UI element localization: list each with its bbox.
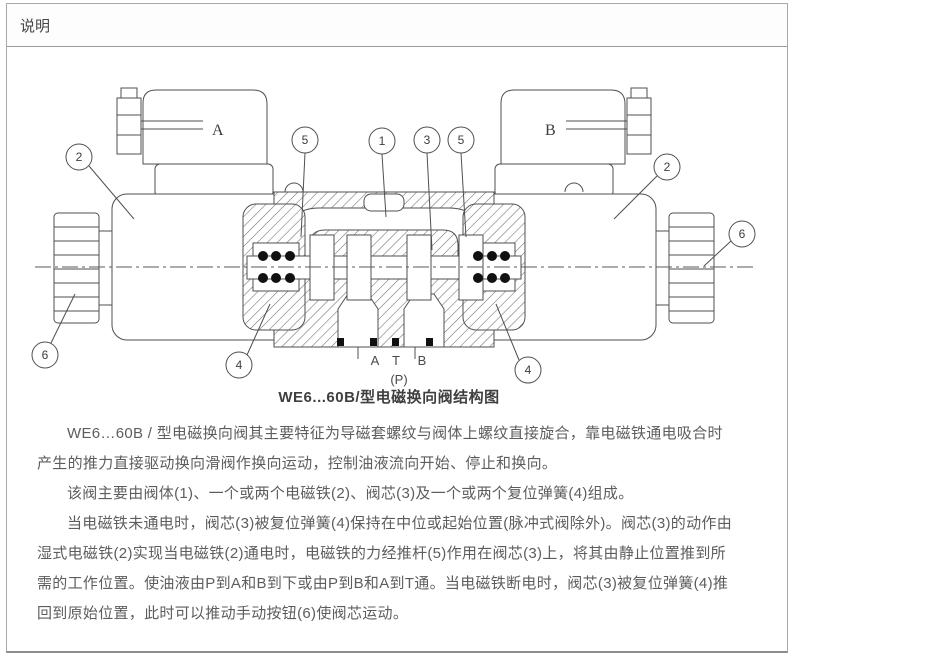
svg-text:6: 6 [42,348,49,362]
svg-text:5: 5 [302,133,309,147]
explanation-panel: 说明 A [6,3,788,653]
description-line: 需的工作位置。使油液由P到A和B到下或由P到B和A到T通。当电磁铁断电时，阀芯(… [37,575,729,592]
port-labels: A T B (P) [357,347,427,387]
svg-text:5: 5 [458,133,465,147]
port-seals [337,338,433,346]
description-line: 湿式电磁铁(2)实现当电磁铁(2)通电时，电磁铁的力经推杆(5)作用在阀芯(3)… [37,545,726,562]
callout-2-right: 2 [613,153,681,220]
port-channel-right [403,293,445,348]
callout-5-right: 5 [447,126,475,238]
port-p-label: (P) [390,372,407,387]
callout-6-right: 6 [703,220,756,267]
callout-6-left: 6 [31,293,76,369]
svg-text:6: 6 [739,227,746,241]
callout-1: 1 [368,127,396,218]
panel-header: 说明 [7,4,787,47]
coil-label-b: B [545,122,556,139]
description-line: 当电磁铁未通电时，阀芯(3)被复位弹簧(4)保持在中位或起始位置(脉冲式阀除外)… [67,515,732,532]
svg-text:2: 2 [664,160,671,174]
description-line: 产生的推力直接驱动换向滑阀作换向运动，控制油液流向开始、停止和换向。 [37,455,558,472]
description-line: WE6…60B / 型电磁换向阀其主要特征为导磁套螺纹与阀体上螺纹直接旋合，靠电… [67,425,723,442]
diagram-caption: WE6...60B/型电磁换向阀结构图 [278,388,499,406]
svg-text:2: 2 [76,150,83,164]
return-spring-left [258,251,295,283]
port-a-label: A [371,353,380,368]
svg-text:4: 4 [525,363,532,377]
description-text: WE6…60B / 型电磁换向阀其主要特征为导磁套螺纹与阀体上螺纹直接旋合，靠电… [37,419,753,629]
callout-2-left: 2 [65,143,135,220]
panel-body: A B [7,47,787,653]
manual-button-right [655,212,715,324]
return-spring-right [473,251,510,283]
svg-text:1: 1 [379,134,386,148]
panel-title: 说明 [20,17,51,35]
callout-5-left: 5 [291,126,319,238]
valve-structure-diagram: A B [31,87,756,406]
callout-4-left: 4 [225,303,271,379]
manual-button-left [53,212,113,324]
callout-4-right: 4 [495,303,542,384]
svg-text:4: 4 [236,358,243,372]
description-line: 回到原始位置，此时可以推动手动按钮(6)使阀芯运动。 [37,605,409,622]
port-t-label: T [392,353,400,368]
port-b-label: B [418,353,427,368]
svg-text:3: 3 [424,133,431,147]
description-line: 该阀主要由阀体(1)、一个或两个电磁铁(2)、阀芯(3)及一个或两个复位弹簧(4… [67,485,634,502]
callout-3: 3 [413,126,441,251]
coil-label-a: A [212,122,224,139]
